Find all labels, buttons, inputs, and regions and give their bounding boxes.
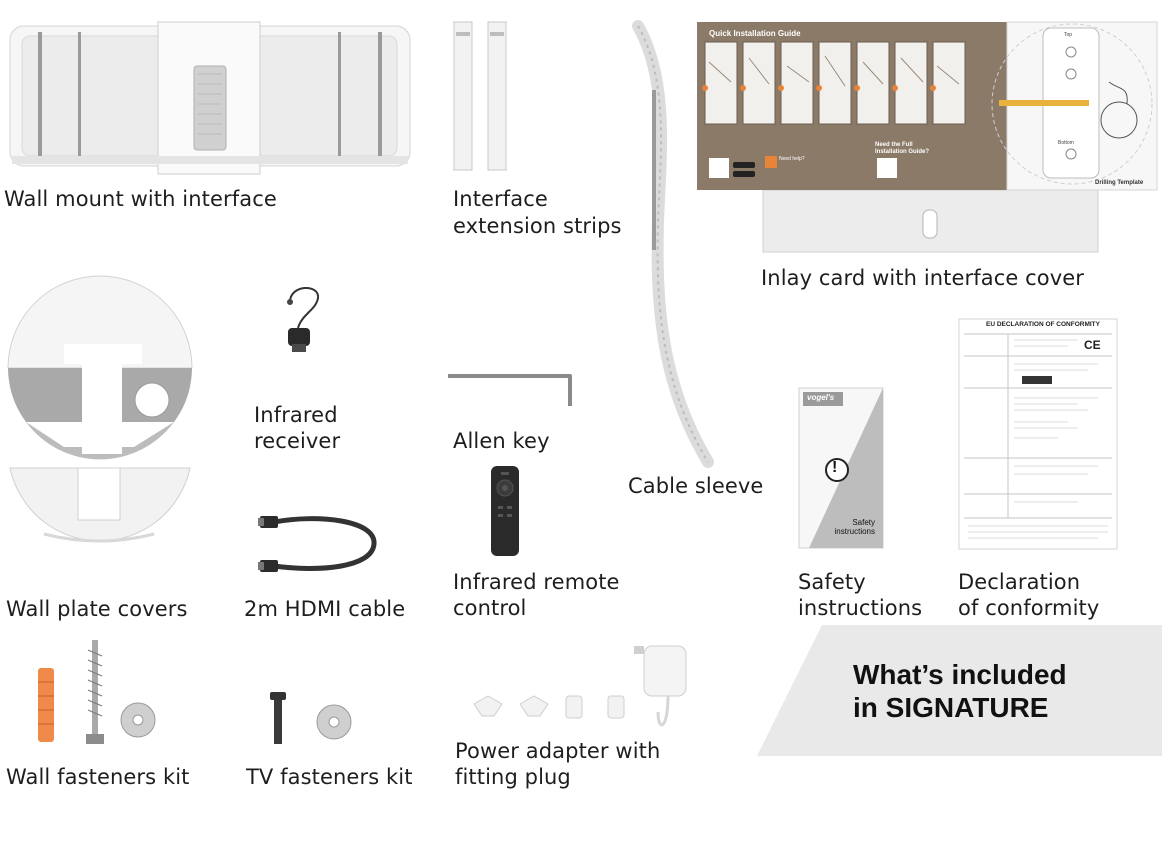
promo-line-1: What’s included: [853, 659, 1067, 690]
booklet-brand: vogel's: [807, 393, 835, 402]
wall-plate-covers-image: [7, 275, 193, 543]
infrared-receiver-label-2: receiver: [254, 429, 341, 453]
wall-mount-label: Wall mount with interface: [4, 187, 277, 211]
power-adapter-label-2: fitting plug: [455, 765, 571, 789]
declaration-label-1: Declaration: [958, 570, 1081, 594]
inlay-card: Quick Installation Guide Need the Full I…: [697, 21, 1158, 254]
declaration-label-2: of conformity: [958, 596, 1100, 620]
tv-fasteners-image: [270, 692, 352, 744]
promo-title: What’s included in SIGNATURE: [853, 658, 1067, 724]
template-drilling: Drilling Template: [1095, 180, 1144, 186]
allen-key-image: [448, 374, 572, 406]
allen-key-label: Allen key: [453, 429, 550, 453]
guide-need-help: Need help?: [779, 156, 805, 162]
declaration-doc-image: [958, 318, 1118, 550]
wall-fasteners-image: [38, 640, 156, 744]
wall-plate-covers-label: Wall plate covers: [6, 597, 188, 621]
booklet-mark-icon: !: [832, 459, 838, 476]
guide-need-full: Need the Full Installation Guide?: [875, 142, 930, 155]
safety-instructions-label-2: instructions: [798, 596, 923, 620]
booklet-safety-text: Safety instructions: [834, 518, 875, 536]
extension-strips-image: [453, 21, 507, 171]
wall-mount-image: [9, 21, 411, 175]
promo-line-2: in SIGNATURE: [853, 692, 1049, 723]
inlay-card-image: [697, 21, 1158, 253]
cable-sleeve-image: [632, 20, 714, 468]
extension-strips-label-1: Interface: [453, 187, 548, 211]
remote-control-label-1: Infrared remote: [453, 570, 620, 594]
power-adapter-label-1: Power adapter with: [455, 739, 661, 763]
infrared-receiver-image: [287, 287, 319, 352]
tv-fasteners-label: TV fasteners kit: [246, 765, 413, 789]
template-top: Top: [1064, 32, 1073, 38]
remote-control-label-2: control: [453, 596, 527, 620]
inlay-card-label: Inlay card with interface cover: [761, 266, 1085, 290]
cable-sleeve-label: Cable sleeve: [628, 474, 764, 498]
hdmi-cable-image: [258, 516, 377, 572]
safety-booklet-image: [798, 387, 884, 549]
declaration-doc: EU DECLARATION OF CONFORMITY CE: [958, 318, 1118, 550]
promo-banner: [757, 625, 1162, 756]
remote-control-image: [491, 466, 519, 556]
ce-mark-icon: CE: [1084, 338, 1101, 352]
guide-title: Quick Installation Guide: [709, 29, 801, 38]
extension-strips-label-2: extension strips: [453, 214, 622, 238]
infrared-receiver-label-1: Infrared: [254, 403, 338, 427]
safety-booklet: vogel's ! Safety instructions: [797, 386, 887, 552]
safety-instructions-label-1: Safety: [798, 570, 866, 594]
power-adapter-image: [473, 645, 687, 727]
declaration-title: EU DECLARATION OF CONFORMITY: [986, 321, 1100, 328]
wall-fasteners-label: Wall fasteners kit: [6, 765, 190, 789]
hdmi-cable-label: 2m HDMI cable: [244, 597, 406, 621]
template-bottom: Bottom: [1058, 140, 1074, 146]
